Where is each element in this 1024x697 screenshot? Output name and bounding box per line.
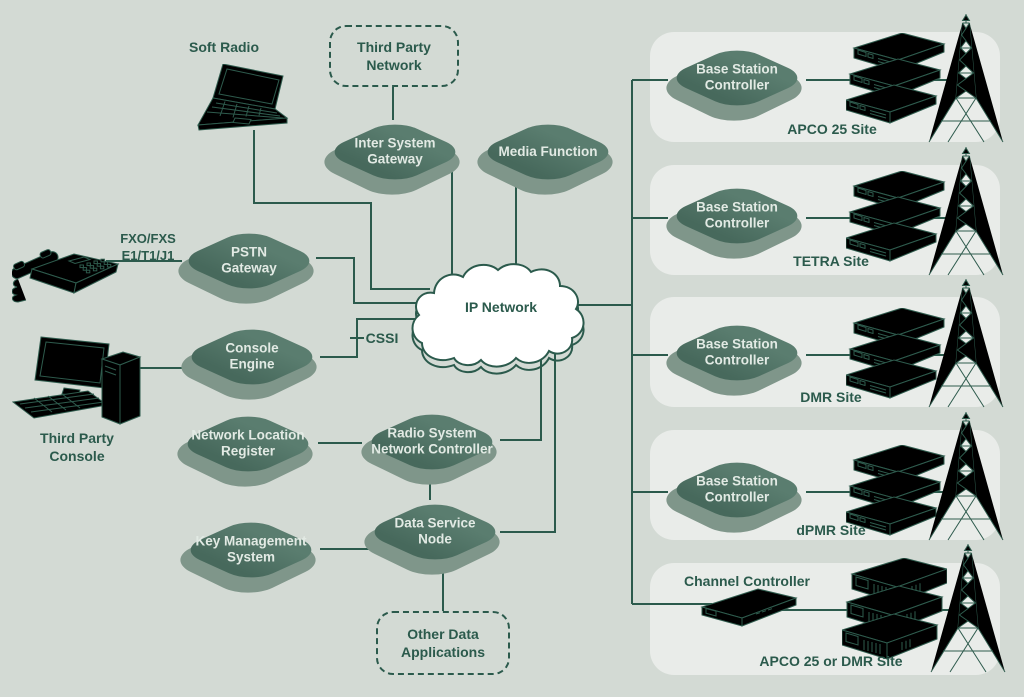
node-label: Base Station Controller [696,473,778,505]
node-label: Inter System Gateway [354,135,436,167]
lattice-tower-icon [926,410,1006,542]
third-party-network-box: Third Party Network [329,25,459,87]
node-network-location-register: Network Location Register [162,394,328,494]
node-label: Console Engine [225,340,279,372]
lattice-tower-icon [928,542,1008,674]
site-label-apco25-dmr: APCO 25 or DMR Site [759,653,903,669]
node-label: Data Service Node [394,515,476,547]
third-party-console-label: Third Party Console [40,429,114,464]
cloud-icon [411,263,585,375]
node-key-management-system: Key Management System [165,500,331,600]
lattice-tower-icon [926,277,1006,409]
edge-pstn-cloud [316,257,426,304]
node-bsc-apco25: Base Station Controller [651,28,817,128]
node-radio-system-network-controller: Radio System Network Controller [346,392,512,492]
node-label: Base Station Controller [696,199,778,231]
node-console-engine: Console Engine [166,307,332,407]
node-label: Key Management System [195,533,307,565]
node-label: PSTN Gateway [221,244,277,276]
site-label-apco25: APCO 25 Site [787,121,877,137]
site-label-dpmr: dPMR Site [796,522,866,538]
other-data-applications-box: Other Data Applications [376,611,510,675]
node-label: Radio System Network Controller [371,425,493,457]
node-media-function: Media Function [462,102,628,202]
desk-phone-icon [12,242,124,306]
other-data-applications-label: Other Data Applications [400,625,485,660]
site-label-dmr: DMR Site [800,389,862,405]
edge-rsnc-cloud [500,338,542,441]
node-pstn-gateway: PSTN Gateway [163,211,329,311]
laptop-icon [192,64,297,146]
node-bsc-dpmr: Base Station Controller [651,440,817,540]
channel-controller-label: Channel Controller [683,572,811,589]
phone-lines-label: FXO/FXS E1/T1/J1 [120,231,176,263]
node-label: Media Function [498,143,598,159]
edge-dsn-cloud [500,342,556,533]
node-data-service-node: Data Service Node [349,482,515,582]
third-party-network-label: Third Party Network [357,38,431,73]
lattice-tower-icon [926,145,1006,277]
rack-unit-icon [700,588,800,636]
edge-softradio-cloud [253,130,430,290]
cloud-label: IP Network [464,299,538,315]
lattice-tower-icon [926,12,1006,144]
cssi-label: CSSI [365,329,399,346]
node-label: Network Location Register [191,427,305,459]
node-bsc-dmr: Base Station Controller [651,303,817,403]
desktop-computer-icon [12,336,147,438]
soft-radio-label: Soft Radio [189,38,259,55]
node-label: Base Station Controller [696,61,778,93]
node-label: Base Station Controller [696,336,778,368]
site-label-tetra: TETRA Site [793,253,869,269]
node-inter-system-gateway: Inter System Gateway [309,102,475,202]
node-bsc-tetra: Base Station Controller [651,166,817,266]
